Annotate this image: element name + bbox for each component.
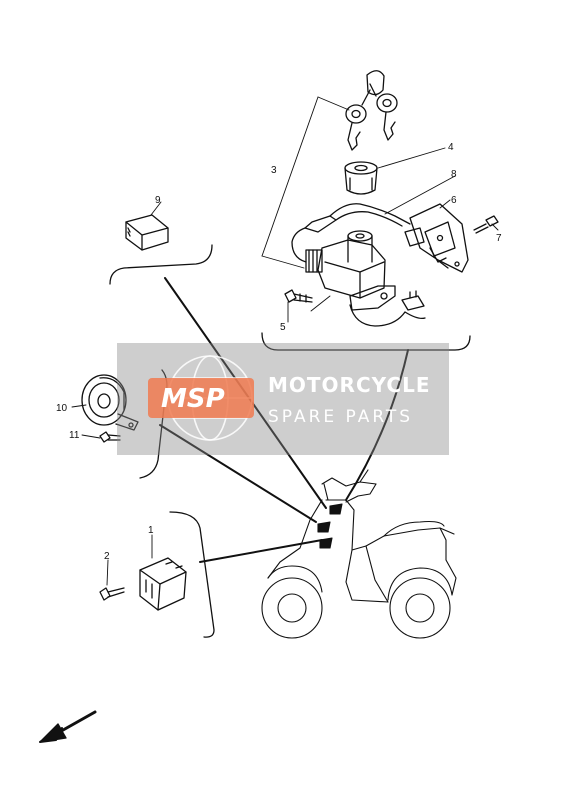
callout-4: 4 bbox=[448, 142, 454, 153]
horn-icon bbox=[81, 374, 139, 431]
rectifier-regulator-icon bbox=[139, 557, 187, 611]
bolt-icon bbox=[473, 215, 499, 234]
callout-11: 11 bbox=[69, 430, 80, 441]
key-set-icon bbox=[345, 70, 398, 151]
bolt-icon bbox=[99, 587, 125, 601]
main-switch-group-bracket bbox=[261, 332, 471, 351]
callout-7: 7 bbox=[496, 233, 502, 244]
callout-5: 5 bbox=[280, 322, 286, 333]
leader-lines bbox=[71, 96, 499, 586]
relay-icon bbox=[125, 214, 169, 251]
relay-group-bracket bbox=[109, 244, 213, 285]
callout-1: 1 bbox=[148, 525, 154, 536]
callout-9: 9 bbox=[155, 195, 161, 206]
watermark-subtitle: SPARE PARTS bbox=[268, 407, 413, 427]
watermark: MSP MOTORCYCLE SPARE PARTS bbox=[117, 343, 449, 455]
regulator-group-bracket bbox=[169, 511, 215, 638]
callout-labels: 1 2 3 4 5 6 7 8 9 10 11 bbox=[56, 142, 502, 562]
logo-badge bbox=[148, 378, 254, 418]
callout-2: 2 bbox=[104, 551, 110, 562]
bolt-icon bbox=[99, 431, 121, 443]
callout-3: 3 bbox=[271, 165, 277, 176]
watermark-title: MOTORCYCLE bbox=[268, 373, 430, 397]
callout-8: 8 bbox=[451, 169, 457, 180]
callout-6: 6 bbox=[451, 195, 457, 206]
scooter-outline-icon bbox=[261, 469, 457, 639]
cap-icon bbox=[344, 161, 378, 195]
horn-group-bracket bbox=[139, 369, 168, 479]
bolt-icon bbox=[284, 289, 313, 303]
main-switch-assembly-icon bbox=[291, 203, 426, 327]
lock-bracket-icon bbox=[404, 203, 469, 273]
callout-10: 10 bbox=[56, 403, 68, 414]
front-arrow-icon bbox=[39, 710, 97, 743]
watermark-logo-text: MSP bbox=[161, 384, 225, 414]
